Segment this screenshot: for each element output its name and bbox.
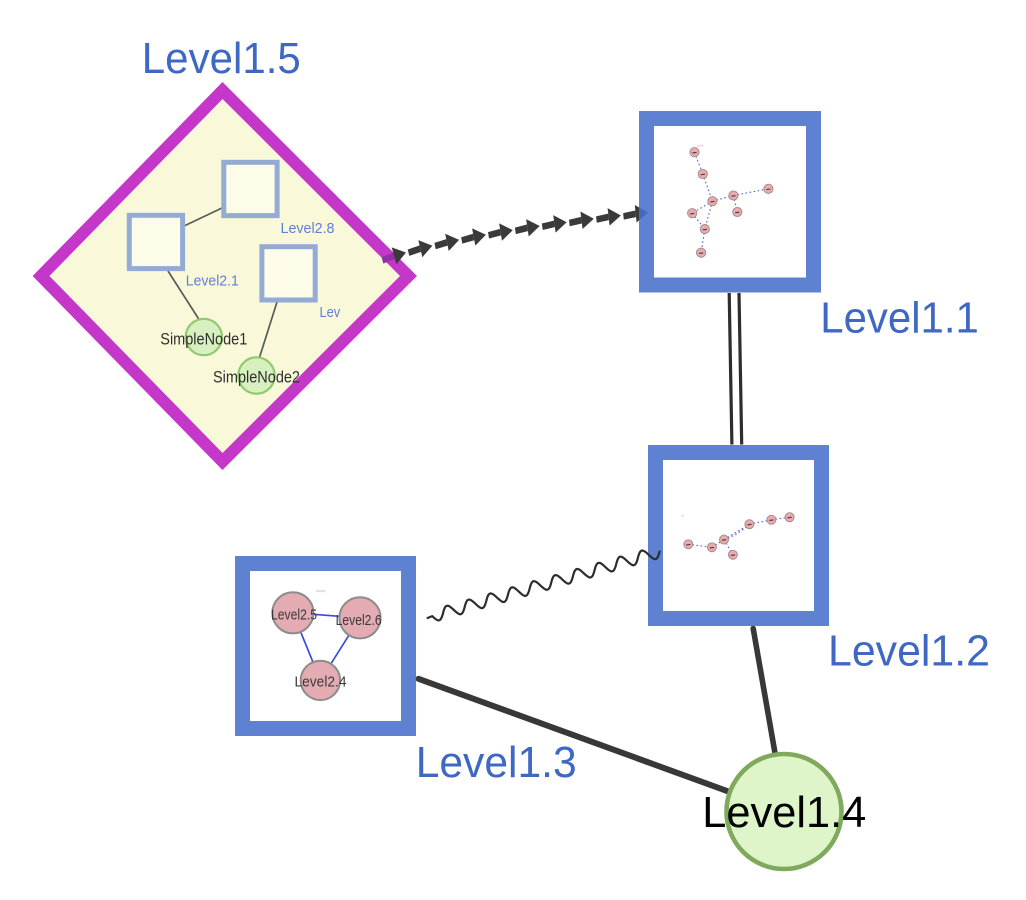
svg-text:Level1.2: Level1.2 — [828, 628, 990, 676]
svg-text:Level1.4: Level1.4 — [702, 789, 866, 837]
svg-text:SimpleNode2: SimpleNode2 — [213, 368, 300, 386]
svg-text:Lev: Lev — [320, 305, 341, 321]
svg-text:Level1.3: Level1.3 — [416, 739, 577, 787]
svg-text:Level1.5: Level1.5 — [142, 35, 301, 83]
svg-text:SimpleNode1: SimpleNode1 — [160, 330, 247, 348]
svg-text:Level1.1: Level1.1 — [820, 294, 979, 342]
svg-text:Level2.6: Level2.6 — [336, 612, 382, 629]
svg-text:Level2.5: Level2.5 — [271, 606, 317, 623]
svg-text:Level2.4: Level2.4 — [295, 674, 347, 691]
svg-text:Level2.8: Level2.8 — [281, 221, 335, 237]
svg-text:Level2.1: Level2.1 — [186, 274, 239, 290]
